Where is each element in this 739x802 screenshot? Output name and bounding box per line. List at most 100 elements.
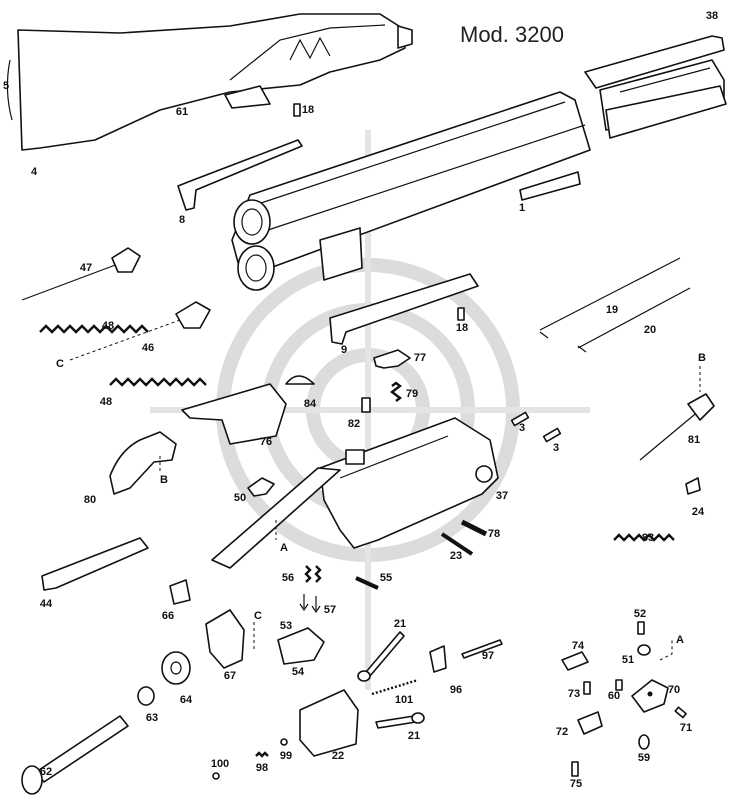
part-67 <box>205 609 245 669</box>
label-part-4: 4 <box>30 166 38 178</box>
part-96 <box>429 645 447 673</box>
pin-part-73 <box>583 681 591 695</box>
part-72 <box>577 711 603 735</box>
part-53-54 <box>277 627 325 665</box>
label-part-63: 63 <box>145 712 159 724</box>
part-8 <box>177 139 303 211</box>
pin-part-52 <box>637 621 645 635</box>
rod-part-46 <box>69 301 211 361</box>
label-part-20: 20 <box>643 324 657 336</box>
trigger-guard <box>211 467 341 569</box>
label-part-78: 78 <box>487 528 501 540</box>
label-part-21b: 21 <box>407 730 421 742</box>
ref-letter-c-right: C <box>254 610 262 622</box>
label-part-99: 99 <box>279 750 293 762</box>
label-part-101: 101 <box>394 694 414 706</box>
spring-part-48a <box>39 324 149 334</box>
label-part-79: 79 <box>405 388 419 400</box>
pin-part-18a <box>293 103 301 117</box>
washer-part-63 <box>137 686 155 706</box>
ref-letter-b-right: B <box>698 352 706 364</box>
part-80 <box>109 431 177 495</box>
label-part-5: 5 <box>2 80 10 92</box>
part-74 <box>561 651 589 671</box>
part-51 <box>637 644 651 656</box>
label-part-84: 84 <box>303 398 317 410</box>
part-50 <box>247 477 275 497</box>
label-part-9: 9 <box>340 344 348 356</box>
label-part-23: 23 <box>449 550 463 562</box>
pin-part-71 <box>674 706 687 719</box>
label-part-100: 100 <box>210 758 230 770</box>
label-part-44: 44 <box>39 598 53 610</box>
label-part-96: 96 <box>449 684 463 696</box>
label-part-37: 37 <box>495 490 509 502</box>
part-44 <box>41 537 149 591</box>
label-part-21a: 21 <box>393 618 407 630</box>
tool-part-21a <box>365 631 405 677</box>
part-81 <box>639 393 715 461</box>
rod-part-47 <box>21 247 141 301</box>
label-part-51: 51 <box>621 654 635 666</box>
spring-part-56a <box>304 565 312 583</box>
label-part-57: 57 <box>323 604 337 616</box>
label-part-19: 19 <box>605 304 619 316</box>
label-part-52: 52 <box>633 608 647 620</box>
part-57a <box>299 594 309 612</box>
label-part-8: 8 <box>178 214 186 226</box>
tool-part-21b-head <box>411 712 425 724</box>
pin-part-78 <box>460 519 488 537</box>
tool-part-21b <box>375 715 417 729</box>
part-99 <box>280 738 288 746</box>
label-part-83: 83 <box>641 532 655 544</box>
rod-part-20 <box>577 287 691 349</box>
label-part-62: 62 <box>39 766 53 778</box>
label-part-56: 56 <box>281 572 295 584</box>
part-76 <box>181 383 287 445</box>
label-part-53: 53 <box>279 620 293 632</box>
label-part-50: 50 <box>233 492 247 504</box>
label-part-81: 81 <box>687 434 701 446</box>
ref-letter-a-right: A <box>676 634 684 646</box>
part-100 <box>212 772 220 780</box>
pin-part-75 <box>571 761 579 777</box>
rod-part-19 <box>539 257 681 331</box>
rod-part-20-end <box>577 345 587 353</box>
label-part-3a: 3 <box>518 422 526 434</box>
screw-part-3a <box>510 411 530 427</box>
label-part-67: 67 <box>223 670 237 682</box>
label-part-55: 55 <box>379 572 393 584</box>
label-part-59: 59 <box>637 752 651 764</box>
label-part-54: 54 <box>291 666 305 678</box>
spring-part-79 <box>390 381 402 402</box>
label-part-60: 60 <box>607 690 621 702</box>
spring-part-83 <box>613 533 675 542</box>
rod-part-19-end <box>539 331 549 339</box>
label-part-75: 75 <box>569 778 583 790</box>
label-part-82: 82 <box>347 418 361 430</box>
label-part-46: 46 <box>141 342 155 354</box>
part-70-hole <box>647 691 653 697</box>
pin-part-97 <box>461 639 503 659</box>
barrels-part-1 <box>231 91 591 291</box>
washer-part-64 <box>161 651 191 685</box>
label-part-72: 72 <box>555 726 569 738</box>
ref-letter-c-left: C <box>56 358 64 370</box>
label-part-18b: 18 <box>455 322 469 334</box>
label-part-48a: 48 <box>101 320 115 332</box>
pin-part-18b <box>457 307 465 321</box>
label-part-80: 80 <box>83 494 97 506</box>
label-part-77: 77 <box>413 352 427 364</box>
part-77 <box>373 349 411 369</box>
label-part-3b: 3 <box>552 442 560 454</box>
receiver-part-37 <box>319 417 499 549</box>
label-part-38: 38 <box>705 10 719 22</box>
label-part-76: 76 <box>259 436 273 448</box>
label-part-66: 66 <box>161 610 175 622</box>
label-part-47: 47 <box>79 262 93 274</box>
ref-letter-a-left: A <box>280 542 288 554</box>
pin-part-23 <box>440 532 474 556</box>
spring-part-48b <box>109 377 207 387</box>
ref-leader-a-right <box>659 640 673 661</box>
